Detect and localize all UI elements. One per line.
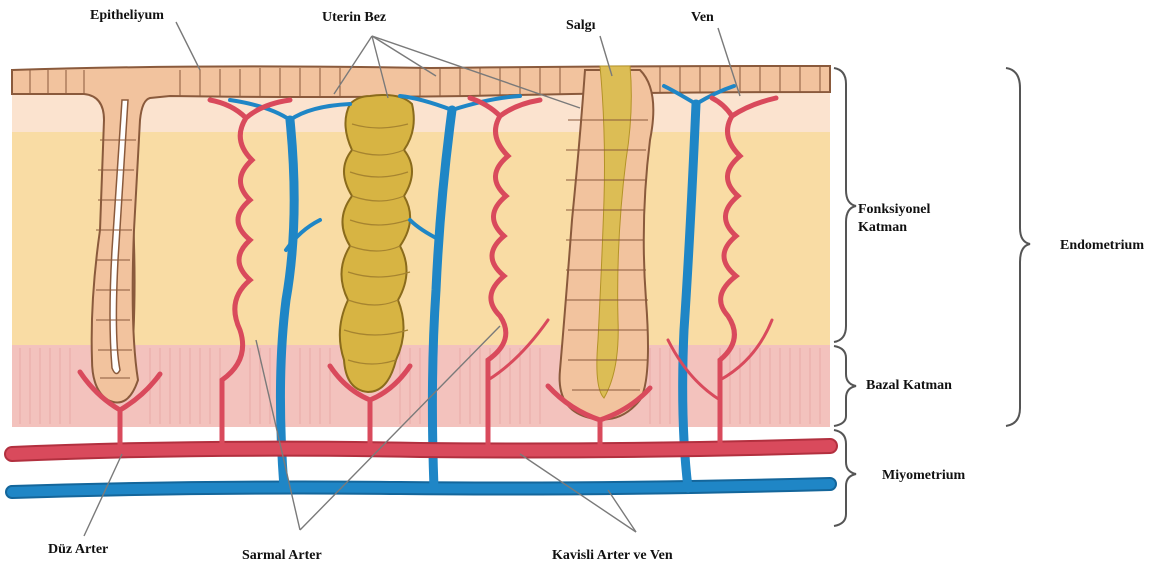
label-uterin-bez: Uterin Bez xyxy=(322,10,386,25)
label-sarmal-arter: Sarmal Arter xyxy=(242,548,322,563)
brace-basal xyxy=(834,346,856,426)
label-fonksiyonel: Fonksiyonel xyxy=(858,202,930,217)
label-endometrium: Endometrium xyxy=(1060,238,1144,253)
label-kavisli: Kavisli Arter ve Ven xyxy=(552,548,673,563)
label-bazal-katman: Bazal Katman xyxy=(866,378,952,393)
label-epitheliyum: Epitheliyum xyxy=(90,8,164,23)
brace-functional xyxy=(834,68,856,342)
label-katman: Katman xyxy=(858,220,907,235)
label-salgi: Salgı xyxy=(566,18,596,33)
label-duz-arter: Düz Arter xyxy=(48,542,108,557)
label-miyometrium: Miyometrium xyxy=(882,468,966,483)
label-ven: Ven xyxy=(691,10,714,25)
brace-endometrium xyxy=(1006,68,1030,426)
layer-braces xyxy=(834,68,1030,526)
